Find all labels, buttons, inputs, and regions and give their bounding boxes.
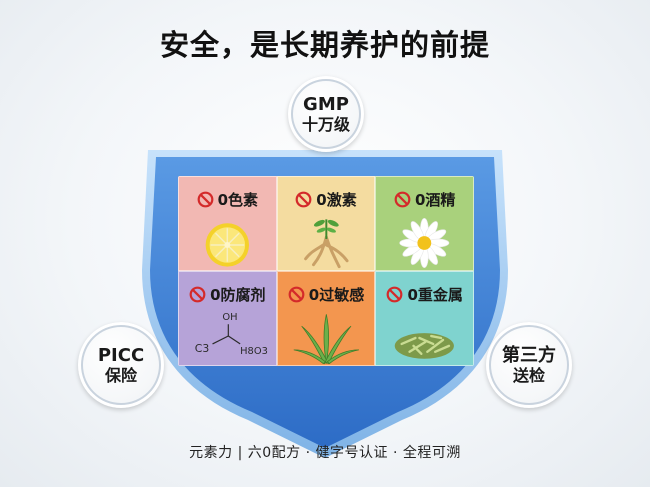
claim-label: 0防腐剂	[210, 286, 266, 304]
chemical-structure-icon: OH C3 H8O3	[195, 312, 268, 357]
third-party-badge-line1: 第三方	[502, 344, 556, 366]
prohibited-icon	[295, 191, 312, 208]
gmp-badge-line2: 十万级	[301, 114, 350, 134]
prohibited-icon	[394, 191, 411, 208]
claim-no-preservative: 0防腐剂 OH C3 H8O3	[178, 271, 277, 366]
picc-badge-line2: 保险	[104, 365, 137, 385]
gmp-badge: GMP 十万级	[288, 76, 364, 152]
aloe-plant-icon	[293, 314, 359, 365]
third-party-badge-line2: 送检	[512, 365, 545, 385]
footer-tagline: 元素力 | 六0配方 · 健字号认证 · 全程可溯	[189, 445, 461, 461]
claim-label: 0重金属	[407, 286, 463, 304]
ginseng-root-icon	[303, 219, 349, 269]
picc-badge: PICC 保险	[78, 322, 164, 408]
claim-no-heavy-metal: 0重金属	[375, 271, 474, 366]
claim-label: 0激素	[316, 191, 357, 209]
green-tea-leaves-icon	[395, 333, 455, 359]
picc-badge-line1: PICC	[97, 344, 145, 366]
claim-no-sensitization: 0过敏感	[276, 271, 376, 366]
lemon-slice-icon	[205, 223, 250, 267]
formula-hydroxyl: OH	[222, 312, 237, 323]
claims-grid: 0色素 0激素 0酒精	[178, 176, 474, 366]
claim-label: 0过敏感	[308, 286, 365, 304]
claim-label: 0色素	[217, 191, 259, 209]
prohibited-icon	[288, 286, 305, 303]
formula-carbon: C3	[195, 342, 210, 355]
claim-no-pigment: 0色素	[178, 176, 277, 271]
claim-no-alcohol: 0酒精	[375, 176, 474, 271]
third-party-badge: 第三方 送检	[486, 322, 572, 408]
page-title: 安全，是长期养护的前提	[159, 28, 490, 62]
prohibited-icon	[189, 286, 206, 303]
prohibited-icon	[387, 286, 403, 303]
claim-no-hormone: 0激素	[276, 176, 376, 271]
prohibited-icon	[197, 191, 214, 208]
gmp-badge-line1: GMP	[303, 93, 349, 115]
chamomile-flower-icon	[399, 218, 450, 268]
formula-hydrogen-oxygen: H8O3	[240, 346, 268, 357]
claim-label: 0酒精	[414, 191, 456, 209]
